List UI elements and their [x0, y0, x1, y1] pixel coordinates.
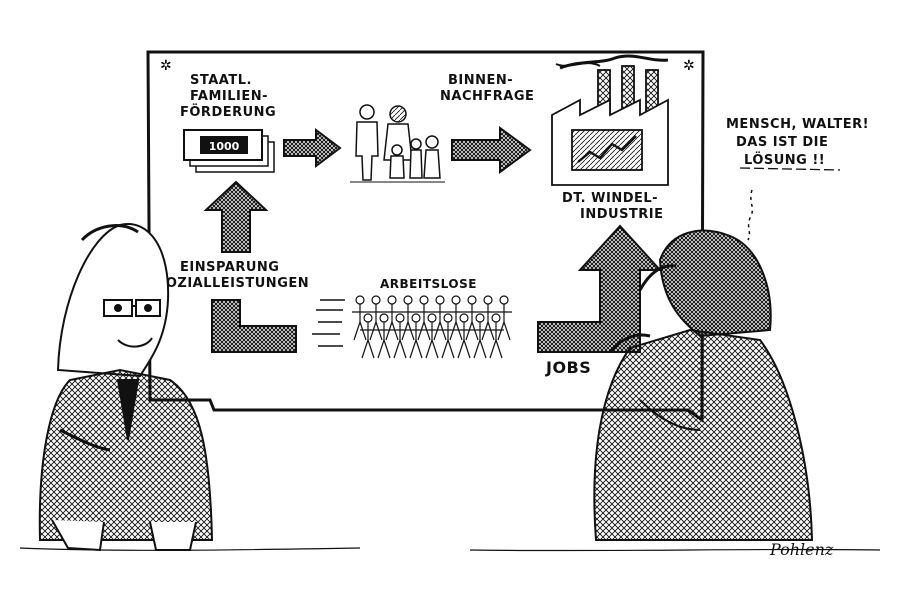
svg-text:DT. WINDEL-: DT. WINDEL- — [562, 191, 658, 206]
left-man-figure — [38, 223, 214, 552]
savings-label: EINSPARUNG SOZIALLEISTUNGEN — [156, 260, 309, 291]
svg-text:FAMILIEN-: FAMILIEN- — [190, 89, 268, 104]
family-icon — [350, 104, 445, 183]
crowd-of-unemployed — [312, 295, 513, 359]
pin-icon: ✲ — [160, 58, 172, 74]
right-man-figure — [593, 229, 814, 541]
domestic-demand-label: BINNEN- NACHFRAGE — [440, 73, 534, 104]
jobs-arrow-icon — [537, 224, 663, 353]
svg-text:MENSCH, WALTER!: MENSCH, WALTER! — [726, 117, 869, 132]
svg-text:EINSPARUNG: EINSPARUNG — [180, 260, 279, 275]
factory-icon — [551, 54, 669, 186]
artist-signature: Pohlenz — [769, 540, 834, 559]
arrow-up-icon — [203, 180, 269, 253]
arrow-right-icon — [283, 128, 342, 168]
pin-icon: ✲ — [683, 58, 695, 74]
svg-text:FÖRDERUNG: FÖRDERUNG — [180, 104, 276, 120]
svg-text:SOZIALLEISTUNGEN: SOZIALLEISTUNGEN — [156, 276, 309, 291]
bracket-arrow-icon — [211, 299, 297, 353]
arrow-right-icon — [451, 126, 532, 174]
industry-label: DT. WINDEL- INDUSTRIE — [562, 191, 664, 222]
svg-text:LÖSUNG !!: LÖSUNG !! — [744, 152, 825, 168]
svg-text:STAATL.: STAATL. — [190, 73, 252, 88]
money-note-value: 1000 — [209, 140, 240, 153]
svg-text:DAS IST DIE: DAS IST DIE — [736, 135, 828, 150]
svg-text:NACHFRAGE: NACHFRAGE — [440, 89, 534, 104]
speech-bubble: MENSCH, WALTER! DAS IST DIE LÖSUNG !! — [726, 117, 869, 241]
ground-line — [19, 547, 881, 552]
svg-text:INDUSTRIE: INDUSTRIE — [580, 207, 664, 222]
svg-text:BINNEN-: BINNEN- — [448, 73, 513, 88]
unemployed-label: ARBEITSLOSE — [380, 277, 477, 291]
family-support-label: STAATL. FAMILIEN- FÖRDERUNG — [180, 73, 276, 120]
speech-tail — [747, 189, 754, 241]
jobs-label: JOBS — [545, 358, 591, 377]
money-stack-icon: 1000 — [183, 129, 275, 173]
